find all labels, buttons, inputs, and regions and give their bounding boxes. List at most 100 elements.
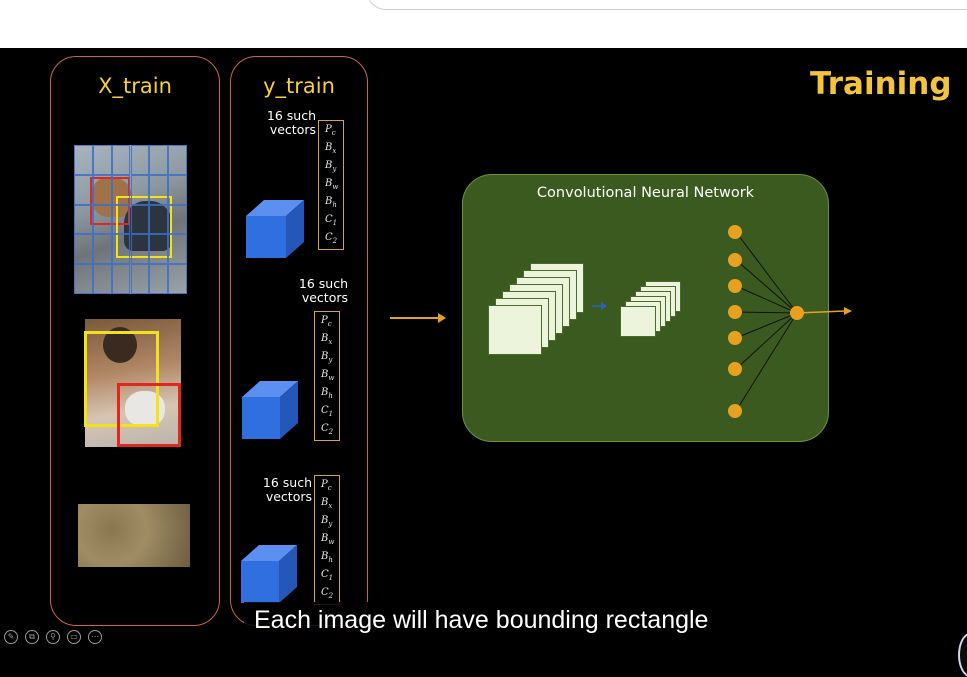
grid-cell [130,264,150,294]
neuron-7 [728,404,742,418]
cube-1 [246,200,304,258]
grid-cell [111,234,131,265]
vector-label-2-line2: vectors [301,290,348,305]
bbox-red-1 [90,177,130,225]
vector-entry: By [321,515,333,528]
grid-cell [149,234,169,265]
vector-label-3-line1: 16 such [262,475,312,490]
cnn-title: Convolutional Neural Network [536,185,755,201]
vector-label-3-line2: vectors [265,489,312,504]
slide: X_train y_train Training [0,48,967,677]
neuron-6 [728,362,742,376]
grid-cell [130,234,150,265]
vector-entry: Bw [321,533,335,546]
grid-cell [149,145,169,175]
vector-entry: C2 [321,423,334,436]
grid-cell [92,264,112,294]
pen-icon[interactable]: ✎ [4,630,18,644]
inner-arrow-icon [592,302,607,310]
browser-top-bar [0,0,967,48]
grid-cell [130,174,150,205]
vector-entry: Bh [325,196,337,209]
grid-cell [111,264,131,294]
cube-layer [241,200,304,603]
bbox-yellow-1 [116,196,172,258]
grid-cell [168,204,187,235]
slide-title: Training [810,66,952,102]
grid-cell [92,234,112,265]
vector-entry: Bx [325,142,337,155]
vector-entry: By [321,351,333,364]
vector-label-2-line1: 16 such [298,276,348,291]
neuron-2 [728,253,742,267]
grid-cell [74,234,93,265]
vector-label-3: 16 such vectors [254,476,312,504]
vector-entry: C1 [325,214,338,227]
vector-entry: C1 [321,569,334,582]
vector-entry: C1 [321,405,334,418]
feature-map-large [488,305,542,355]
feature-map-small [620,306,656,337]
grid-cell [168,145,187,175]
grid-cell [168,174,187,205]
vector-label-1-line1: 16 such [266,108,316,123]
x-train-panel [50,56,220,626]
more-icon[interactable]: ⋯ [88,630,102,644]
grid-cell [168,234,187,265]
grid-cell [168,264,187,294]
training-image-3 [78,504,190,567]
grid-cell [92,145,112,175]
output-neuron [790,306,804,320]
vector-bracket-1 [318,120,344,250]
y-train-title: y_train [263,74,335,98]
vector-entry: Bh [321,551,333,564]
grid-cell [149,174,169,205]
vector-entry: Pc [321,315,332,328]
bbox-yellow-2 [84,331,159,427]
vector-entry: C2 [321,587,334,600]
grid-cell [149,264,169,294]
grid-cell [92,204,112,235]
input-arrow-icon [390,313,446,323]
neuron-1 [728,225,742,239]
vector-entry: Bw [325,178,339,191]
cube-3 [241,545,297,603]
neuron-lines [735,231,852,412]
grid-cell [74,204,93,235]
vector-entry: Pc [325,124,336,137]
side-control-icon[interactable] [958,633,967,677]
neuron-3 [728,279,742,293]
grid-cell [74,145,93,175]
vector-entry: Pc [321,479,332,492]
grid-cell [74,174,93,205]
grid-cell [74,264,93,294]
cube-2 [242,381,298,439]
vector-entry: Bw [321,369,335,382]
x-train-title: X_train [98,74,172,98]
search-box[interactable] [366,0,967,10]
neuron-5 [728,331,742,345]
vector-entry: C2 [325,232,338,245]
vector-label-2: 16 such vectors [292,277,348,305]
grid-cell [111,174,131,205]
grid-cell [111,145,131,175]
person-figure [124,201,172,251]
vector-entry: Bx [321,497,333,510]
vector-entry: Bh [321,387,333,400]
cnn-box: Convolutional Neural Network [462,174,852,442]
neuron-4 [728,305,742,319]
copy-icon[interactable]: ⧉ [25,630,39,644]
video-caption: Each image will have bounding rectangle [244,602,719,638]
vector-label-1-line2: vectors [269,122,316,137]
zoom-icon[interactable]: ⚲ [46,630,60,644]
vector-entry: Bx [321,333,333,346]
vector-label-1: 16 such vectors [258,109,316,137]
grid-cell [111,204,131,235]
subtitles-icon[interactable]: ▭ [67,630,81,644]
grid-cell [130,145,150,175]
vector-entry: By [325,160,337,173]
grid-cell [130,204,150,235]
bbox-red-2 [117,383,181,447]
vector-bracket-2 [314,311,340,441]
grid-cell [149,204,169,235]
